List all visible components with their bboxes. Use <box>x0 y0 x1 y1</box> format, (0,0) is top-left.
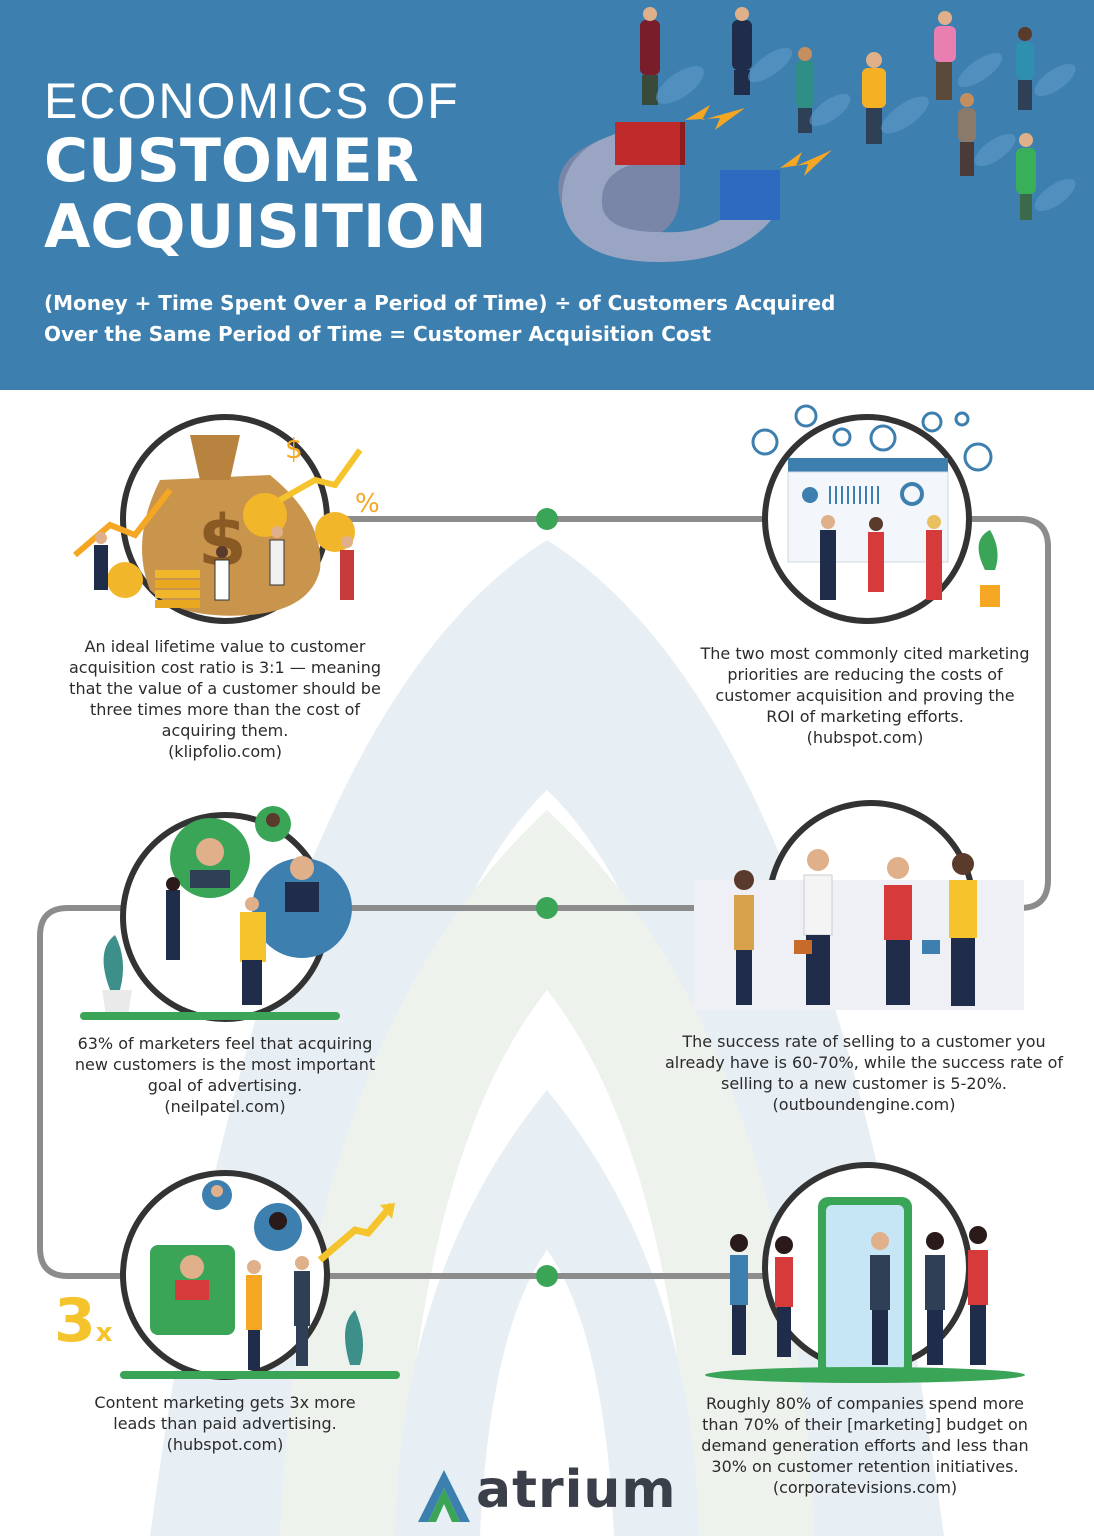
timeline-node-3 <box>536 1265 558 1287</box>
stat-marketing-priorities: The two most commonly cited marketing pr… <box>700 643 1030 748</box>
stat-source: (corporatevisions.com) <box>772 1478 958 1497</box>
svg-text:%: % <box>355 489 380 519</box>
title-line-2: CUSTOMER <box>44 126 419 196</box>
formula-line-1: (Money + Time Spent Over a Period of Tim… <box>44 291 836 315</box>
cac-formula: (Money + Time Spent Over a Period of Tim… <box>44 288 835 350</box>
magnet-people-illustration <box>558 7 1076 262</box>
atrium-logo-icon <box>418 1470 470 1522</box>
stat-text: The success rate of selling to a custome… <box>665 1032 1063 1093</box>
dashboard-icon <box>751 404 1000 607</box>
formula-line-2: Over the Same Period of Time = Customer … <box>44 322 712 346</box>
stat-demand-generation-budget: Roughly 80% of companies spend more than… <box>700 1393 1030 1498</box>
handshake-icon <box>694 849 1024 1010</box>
timeline-node-2 <box>536 897 558 919</box>
stat-content-marketing: Content marketing gets 3x more leads tha… <box>72 1392 378 1455</box>
stat-source: (outboundengine.com) <box>772 1095 956 1114</box>
header-banner: ECONOMICS OF CUSTOMER ACQUISITION (Money… <box>0 0 1094 390</box>
title-line-3: ACQUISITION <box>44 192 487 262</box>
timeline-node-1 <box>536 508 558 530</box>
badge-3x: 3x <box>54 1286 113 1356</box>
stat-source: (neilpatel.com) <box>164 1097 286 1116</box>
door-walkers-icon <box>705 1197 1025 1383</box>
stat-text: An ideal lifetime value to customer acqu… <box>68 637 382 740</box>
stat-text: 63% of marketers feel that acquiring new… <box>74 1034 376 1095</box>
stat-selling-success-rate: The success rate of selling to a custome… <box>662 1031 1066 1115</box>
money-bag-icon: $ % $ <box>73 432 380 616</box>
badge-3x-number: 3 <box>54 1286 96 1356</box>
atrium-logo: atrium <box>416 1460 686 1526</box>
stat-text: Content marketing gets 3x more leads tha… <box>94 1393 356 1433</box>
svg-text:$: $ <box>285 432 303 465</box>
stat-source: (hubspot.com) <box>806 728 924 747</box>
title-line-1: ECONOMICS OF <box>44 73 460 129</box>
content-growth-icon <box>120 1180 400 1379</box>
atrium-logo-text: atrium <box>476 1460 677 1520</box>
stat-ltv-cac-ratio: An ideal lifetime value to customer acqu… <box>52 636 398 762</box>
magnet-icon <box>558 122 780 262</box>
badge-3x-suffix: x <box>95 1318 113 1348</box>
stat-source: (hubspot.com) <box>166 1435 284 1454</box>
profiles-icon <box>80 806 352 1020</box>
stat-text: The two most commonly cited marketing pr… <box>700 644 1030 726</box>
stat-source: (klipfolio.com) <box>168 742 282 761</box>
stat-text: Roughly 80% of companies spend more than… <box>701 1394 1029 1476</box>
stat-acquiring-new-customers: 63% of marketers feel that acquiring new… <box>60 1033 390 1117</box>
